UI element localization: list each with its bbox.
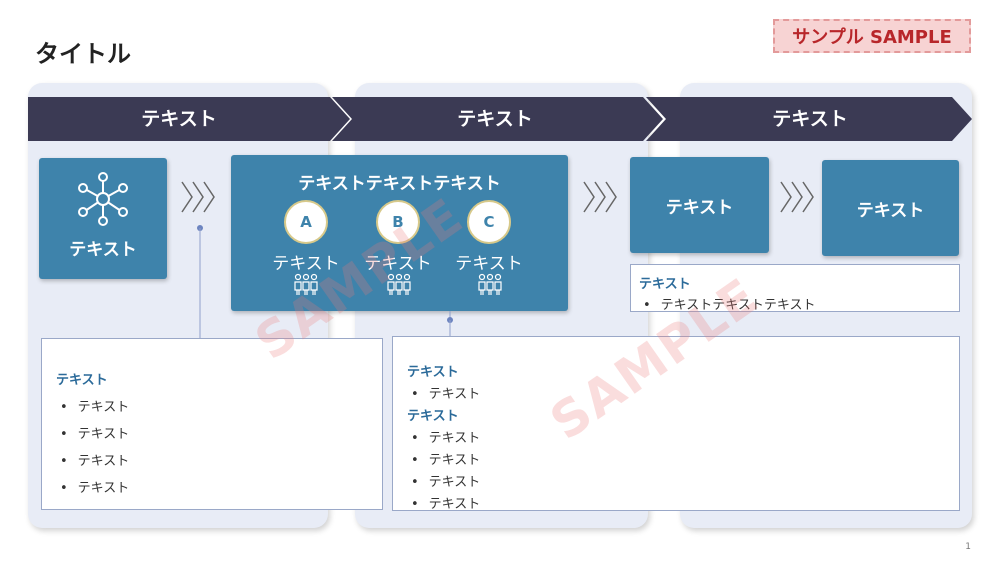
- network-icon: [78, 172, 128, 226]
- stage1-box-label: テキスト: [69, 240, 137, 260]
- chevron-shape-1: [28, 97, 350, 141]
- chevron-shape-2: [332, 97, 663, 141]
- list-item: テキストテキストテキスト: [639, 294, 959, 313]
- chevron-shape-3: [646, 97, 972, 141]
- stage2-note-heading-1: テキスト: [407, 365, 459, 380]
- chevron-label-2: テキスト: [457, 108, 533, 130]
- triple-chevron-icon-1: [181, 181, 215, 213]
- group-c-badge: C: [467, 200, 511, 244]
- sample-badge: サンプル SAMPLE: [773, 19, 971, 53]
- stage3-box-2: テキスト: [822, 160, 959, 256]
- stage3-box-1: テキスト: [630, 157, 769, 253]
- people-group-icon: [387, 273, 411, 295]
- triple-chevron-icon-2: [583, 181, 617, 213]
- people-group-icon: [478, 273, 502, 295]
- group-a-label: テキスト: [272, 254, 340, 274]
- list-item: テキスト: [407, 449, 959, 468]
- list-item: テキスト: [407, 427, 959, 446]
- stage2-note-box: テキスト テキスト テキスト テキスト テキスト テキスト テキスト: [392, 336, 960, 512]
- group-a-badge: A: [284, 200, 328, 244]
- list-item: テキスト: [56, 450, 382, 469]
- list-item: テキスト: [56, 396, 382, 415]
- people-group-icon: [294, 273, 318, 295]
- list-item: テキスト: [407, 471, 959, 490]
- stage2-box-title: テキストテキストテキスト: [298, 174, 501, 194]
- list-item: テキスト: [56, 477, 382, 496]
- triple-chevron-icon-3: [780, 181, 814, 213]
- group-c-label: テキスト: [455, 254, 523, 274]
- list-item: テキスト: [56, 423, 382, 442]
- list-item: テキスト: [407, 493, 959, 512]
- stage3-note-heading: テキスト: [639, 277, 691, 292]
- list-item: テキスト: [407, 383, 959, 402]
- stage2-box: テキストテキストテキスト A B C テキスト テキスト テキスト: [231, 155, 568, 311]
- stage1-note-heading: テキスト: [56, 373, 108, 388]
- group-b-label: テキスト: [364, 254, 432, 274]
- stage1-box: テキスト: [39, 158, 167, 279]
- stage3-note-box: テキスト テキストテキストテキスト: [630, 264, 960, 313]
- stage1-note-box: テキスト テキスト テキスト テキスト テキスト: [41, 338, 383, 510]
- connector-line-2: [447, 311, 453, 339]
- chevron-label-3: テキスト: [772, 108, 848, 130]
- page-number: 1: [965, 542, 971, 552]
- chevron-label-1: テキスト: [141, 108, 217, 130]
- connector-line-1: [197, 225, 203, 340]
- stage2-note-heading-2: テキスト: [407, 409, 459, 424]
- group-b-badge: B: [376, 200, 420, 244]
- page-title: タイトル: [35, 40, 131, 68]
